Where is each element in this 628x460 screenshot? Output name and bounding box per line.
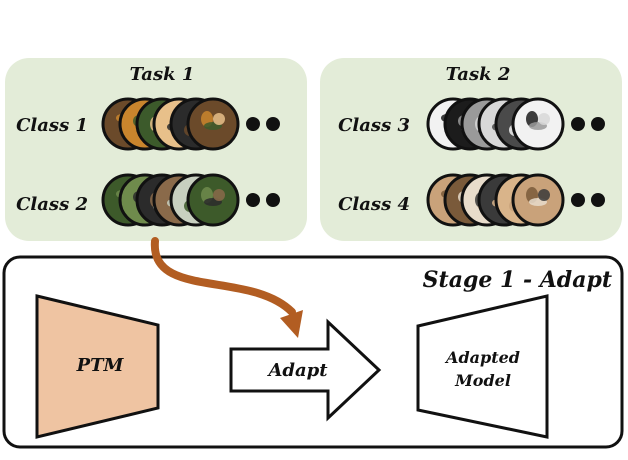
data-flow-arrow [150, 237, 296, 316]
class4-label: Class 4 [338, 194, 410, 215]
data-flow-arrowhead [280, 310, 303, 338]
ellipsis-dot [591, 117, 605, 131]
class2-label: Class 2 [16, 194, 88, 215]
panda-photo-thumbnail [511, 97, 565, 151]
ellipsis-dot [246, 117, 260, 131]
image-stacks [101, 97, 605, 227]
adapted-model-block [416, 294, 549, 439]
ellipsis-dot [571, 117, 585, 131]
cat-photo-thumbnail [511, 173, 565, 227]
ellipsis-dot [266, 117, 280, 131]
class1-label: Class 1 [16, 115, 88, 136]
task1-title: Task 1 [130, 64, 195, 85]
adapt-arrow [229, 318, 382, 422]
task2-title: Task 2 [446, 64, 511, 85]
ellipsis-dot [571, 193, 585, 207]
adapted-model-label-line2: Model [454, 371, 511, 390]
adapt-label: Adapt [266, 360, 328, 381]
class3-label: Class 3 [338, 115, 410, 136]
ptm-block [35, 294, 160, 439]
ellipsis-dot [246, 193, 260, 207]
tiger-photo-thumbnail [186, 97, 240, 151]
ellipsis-dot [266, 193, 280, 207]
bird-photo-thumbnail [186, 173, 240, 227]
stage-title: Stage 1 - Adapt [423, 267, 612, 293]
ellipsis-dot [591, 193, 605, 207]
adapted-model-label-line1: Adapted [444, 348, 520, 367]
ptm-label: PTM [76, 355, 125, 376]
